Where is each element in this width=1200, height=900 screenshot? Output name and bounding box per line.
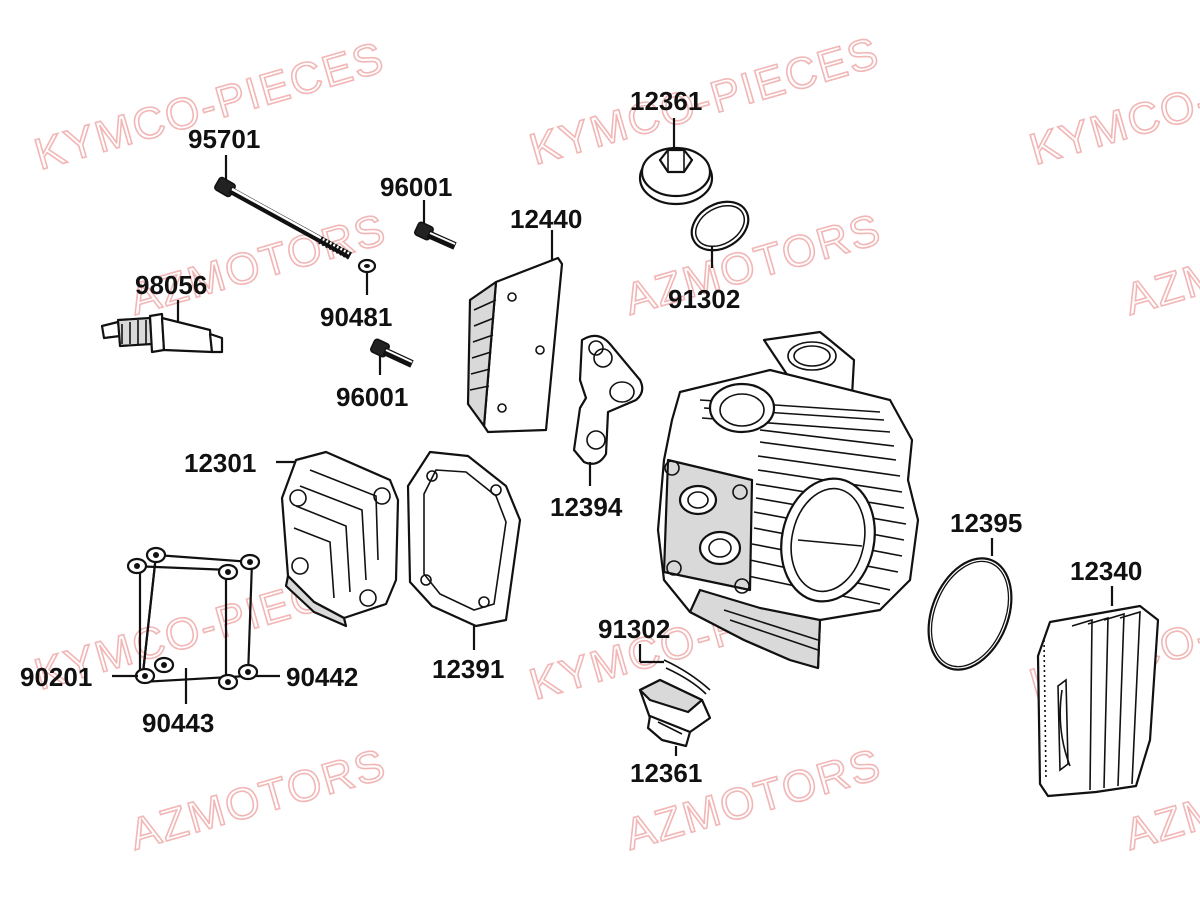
- label-12395: 12395: [950, 508, 1022, 538]
- watermark-azmotors-4: AZMOTORS: [124, 740, 392, 860]
- part-cap-12361-bottom: [638, 678, 712, 756]
- part-bolt-96001-top: [414, 200, 457, 250]
- part-oring-91302-top: [690, 200, 750, 268]
- part-gasket-12391: [406, 450, 522, 650]
- part-stud-bolt-95701: [214, 155, 352, 260]
- label-90443: 90443: [142, 708, 214, 738]
- part-spark-plug-98056: [100, 300, 224, 354]
- label-12340: 12340: [1070, 556, 1142, 586]
- label-90481: 90481: [320, 302, 392, 332]
- label-12301: 12301: [184, 448, 256, 478]
- watermark-azmotors-2: AZMOTORS: [619, 205, 887, 325]
- watermark-kymco-1: KYMCO-PIECES: [29, 33, 390, 180]
- label-96001-top: 96001: [380, 172, 452, 202]
- label-96001-mid: 96001: [336, 382, 408, 412]
- label-12361-bottom: 12361: [630, 758, 702, 788]
- part-cover-12301: [276, 450, 400, 628]
- part-oring-12395: [927, 538, 1013, 671]
- label-12440: 12440: [510, 204, 582, 234]
- label-12391: 12391: [432, 654, 504, 684]
- cover-fins: [293, 469, 379, 599]
- part-oring-91302-bottom: [638, 644, 711, 695]
- label-90201: 90201: [20, 662, 92, 692]
- part-washer-90481: [357, 258, 377, 295]
- label-95701: 95701: [188, 124, 260, 154]
- part-side-cover-12340: [1036, 586, 1160, 798]
- label-91302-top: 91302: [668, 284, 740, 314]
- watermark-kymco-2: KYMCO-PIECES: [524, 28, 885, 175]
- side-cover-fins: [1071, 610, 1141, 791]
- label-12361-top: 12361: [630, 86, 702, 116]
- label-90442: 90442: [286, 662, 358, 692]
- label-12394: 12394: [550, 492, 623, 522]
- part-bolt-96001-mid: [370, 338, 414, 375]
- part-number-labels: 12361 95701 96001 12440 91302 98056 9048…: [20, 86, 1142, 788]
- part-gasket-12394: [572, 334, 644, 486]
- plate-fins: [469, 299, 497, 391]
- part-nut-group: [112, 546, 280, 704]
- watermark-azmotors-3: AZMOTORS: [1119, 205, 1200, 325]
- part-cylinder-head: [656, 330, 920, 670]
- label-91302-bottom: 91302: [598, 614, 670, 644]
- nut-icons: [126, 546, 261, 691]
- watermark-kymco-3: KYMCO-PIECES: [1024, 28, 1200, 175]
- part-cap-12361-top: [638, 118, 714, 206]
- part-plate-12440: [466, 230, 564, 434]
- label-98056: 98056: [135, 270, 207, 300]
